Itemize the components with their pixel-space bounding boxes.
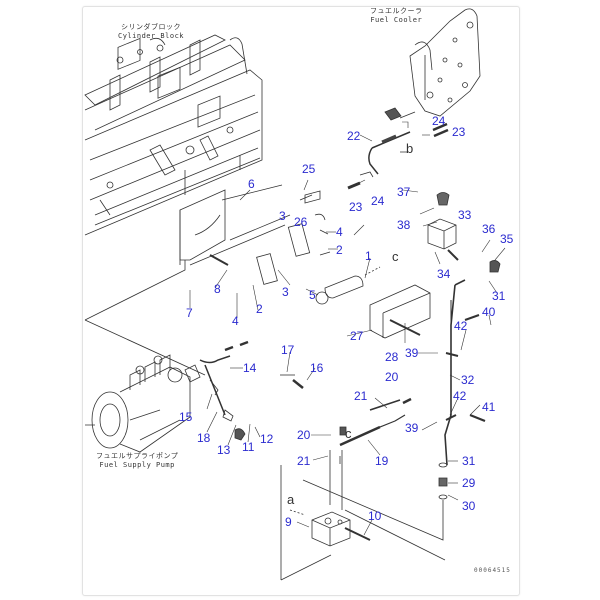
- callout-27[interactable]: 27: [350, 329, 364, 343]
- callout-14[interactable]: 14: [243, 361, 257, 375]
- callout-15[interactable]: 15: [179, 410, 193, 424]
- callout-26[interactable]: 26: [294, 215, 308, 229]
- fuel-cooler-en: Fuel Cooler: [370, 16, 423, 24]
- callout-36[interactable]: 36: [482, 222, 496, 236]
- callout-8[interactable]: 8: [214, 282, 221, 296]
- callout-7[interactable]: 7: [186, 306, 193, 320]
- drawing-code: 00064515: [474, 567, 511, 574]
- callout-41[interactable]: 41: [482, 400, 496, 414]
- callout-9[interactable]: 9: [285, 515, 292, 529]
- callout-6[interactable]: 6: [248, 177, 255, 191]
- fuel-supply-pump-jp: フュエルサプライポンプ: [96, 452, 179, 460]
- callout-28[interactable]: 28: [385, 350, 399, 364]
- callout-21b[interactable]: 21: [297, 454, 311, 468]
- fuel-cooler-drawing: [384, 8, 481, 121]
- callout-20[interactable]: 20: [385, 370, 399, 384]
- callout-39[interactable]: 39: [405, 346, 419, 360]
- callout-23b[interactable]: 23: [349, 200, 363, 214]
- callout-32[interactable]: 32: [461, 373, 475, 387]
- callout-20b[interactable]: 20: [297, 428, 311, 442]
- callout-38[interactable]: 38: [397, 218, 411, 232]
- callout-3b[interactable]: 3: [282, 285, 289, 299]
- callout-2b[interactable]: 2: [256, 302, 263, 316]
- callout-37[interactable]: 37: [397, 185, 411, 199]
- reference-letter-a: a: [287, 492, 295, 507]
- callout-12[interactable]: 12: [260, 432, 274, 446]
- callout-30[interactable]: 30: [462, 499, 476, 513]
- reference-letter-c-bottom: c: [345, 426, 352, 441]
- fuel-supply-pump-caption: フュエルサプライポンプ Fuel Supply Pump: [96, 452, 178, 470]
- callout-42[interactable]: 42: [454, 319, 468, 333]
- callout-4[interactable]: 4: [336, 225, 343, 239]
- cylinder-block-jp: シリンダブロック: [121, 23, 181, 31]
- fuel-supply-pump-en: Fuel Supply Pump: [99, 461, 175, 469]
- callout-21[interactable]: 21: [354, 389, 368, 403]
- callout-2[interactable]: 2: [336, 243, 343, 257]
- callout-33[interactable]: 33: [458, 208, 472, 222]
- reference-letter-b: b: [406, 141, 414, 156]
- callout-19[interactable]: 19: [375, 454, 389, 468]
- cylinder-block-caption: シリンダブロック Cylinder Block: [118, 23, 184, 41]
- callout-5[interactable]: 5: [309, 288, 316, 302]
- callout-25[interactable]: 25: [302, 162, 316, 176]
- callout-1[interactable]: 1: [365, 249, 372, 263]
- callout-29[interactable]: 29: [462, 476, 476, 490]
- cylinder-block-drawing: [84, 34, 263, 236]
- callout-24b[interactable]: 24: [371, 194, 385, 208]
- callout-11[interactable]: 11: [242, 440, 255, 454]
- callout-40[interactable]: 40: [482, 305, 496, 319]
- fuel-cooler-jp: フュエルクーラ: [370, 7, 423, 15]
- callout-23[interactable]: 23: [452, 125, 466, 139]
- callout-3[interactable]: 3: [279, 209, 286, 223]
- callout-17[interactable]: 17: [281, 343, 295, 357]
- callout-24[interactable]: 24: [432, 114, 446, 128]
- callout-42b[interactable]: 42: [453, 389, 467, 403]
- callout-18[interactable]: 18: [197, 431, 211, 445]
- callout-4b[interactable]: 4: [232, 314, 239, 328]
- callout-13[interactable]: 13: [217, 443, 231, 457]
- callout-10[interactable]: 10: [368, 509, 382, 523]
- callout-34[interactable]: 34: [437, 267, 451, 281]
- callout-31b[interactable]: 31: [462, 454, 476, 468]
- callout-35[interactable]: 35: [500, 232, 514, 246]
- cylinder-block-en: Cylinder Block: [118, 32, 185, 40]
- callout-31[interactable]: 31: [492, 289, 506, 303]
- fuel-supply-pump-drawing: [85, 354, 201, 453]
- fuel-cooler-caption: フュエルクーラ Fuel Cooler: [370, 7, 423, 25]
- callout-16[interactable]: 16: [310, 361, 324, 375]
- callout-39b[interactable]: 39: [405, 421, 419, 435]
- callout-22[interactable]: 22: [347, 129, 361, 143]
- reference-letter-c-top: c: [392, 249, 399, 264]
